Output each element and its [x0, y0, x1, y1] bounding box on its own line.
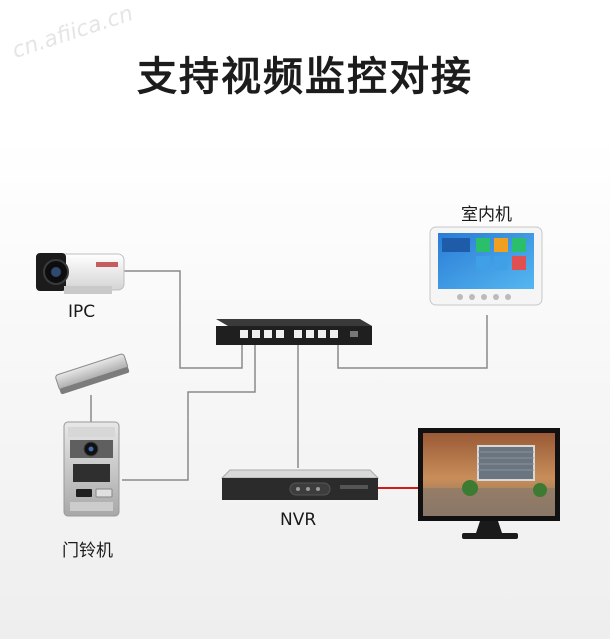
doorbell-label: 门铃机 — [62, 541, 113, 561]
ipc-camera-icon — [36, 253, 125, 294]
ipc-cable — [122, 270, 243, 369]
magnetic-lock-icon — [55, 353, 130, 395]
display-monitor-icon — [418, 428, 560, 539]
indoor-cable — [337, 315, 488, 369]
ipc-label: IPC — [68, 302, 96, 322]
network-switch-icon — [216, 319, 372, 345]
indoor-monitor-icon — [429, 226, 543, 306]
page-title: 支持视频监控对接 — [137, 54, 473, 100]
diagram-background — [0, 135, 610, 639]
connection-lines — [90, 270, 488, 481]
door-station-icon — [63, 421, 120, 517]
nvr-recorder-icon — [220, 469, 380, 500]
indoor-unit-label: 室内机 — [461, 205, 512, 225]
doorbell-cable — [122, 345, 256, 481]
nvr-label: NVR — [280, 510, 317, 530]
